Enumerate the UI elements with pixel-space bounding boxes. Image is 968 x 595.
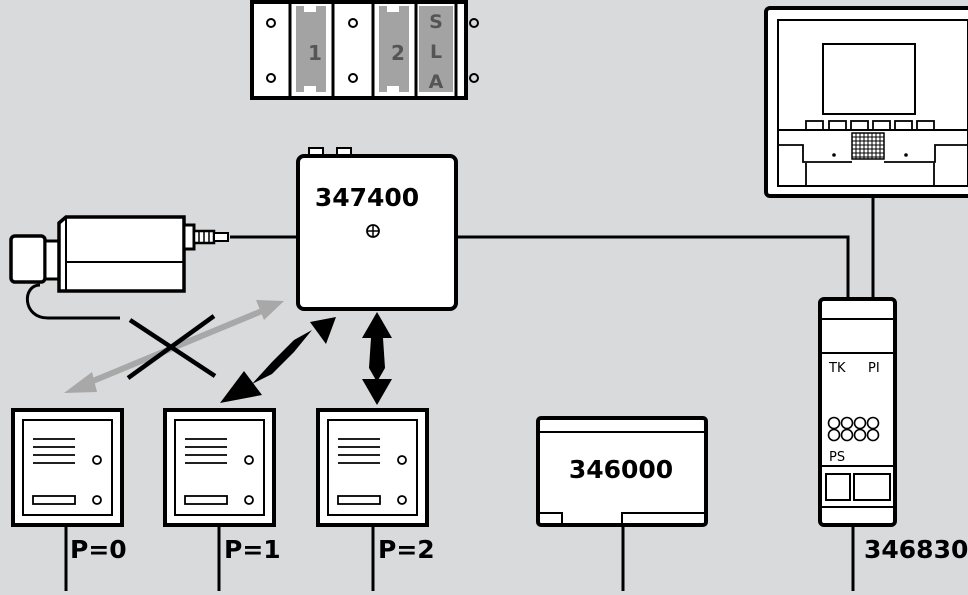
controller-code: 346830 xyxy=(864,535,968,564)
entrance-panel-0: P=0 xyxy=(11,408,127,564)
panel-address-label: P=0 xyxy=(70,535,127,564)
interface-code: 347400 xyxy=(315,183,419,212)
active-arrow-p1 xyxy=(220,317,336,403)
dip-label-1: 1 xyxy=(308,41,322,65)
controller-346830: TK PI PS 346830 xyxy=(818,297,968,564)
cross-icon xyxy=(126,314,217,380)
screw-icon xyxy=(366,224,380,238)
dip-switch-block: 1 2 S L A xyxy=(250,0,479,100)
panel-address-label: P=2 xyxy=(378,535,435,564)
wire-interface-to-controller xyxy=(456,235,850,299)
controller-label-ps: PS xyxy=(829,450,845,465)
sla-letter-s: S xyxy=(429,11,443,33)
interface-347400: 347400 xyxy=(296,147,458,311)
monitor-buttons xyxy=(805,120,935,131)
power-supply-code: 346000 xyxy=(569,455,673,484)
power-supply-346000: 346000 xyxy=(536,416,708,527)
dip-switch-1 xyxy=(296,6,326,92)
controller-label-tk: TK xyxy=(828,361,846,376)
entrance-panel-1: P=1 xyxy=(163,408,281,564)
controller-label-pi: PI xyxy=(868,361,880,376)
sla-letter-l: L xyxy=(430,41,442,63)
dip-switch-sla xyxy=(419,6,453,92)
speaker-grille xyxy=(852,133,884,159)
dip-switch-2 xyxy=(379,6,409,92)
sla-letter-a: A xyxy=(429,71,444,93)
camera-icon xyxy=(9,215,229,320)
entrance-panel-2: P=2 xyxy=(316,408,435,564)
panel-address-label: P=1 xyxy=(224,535,281,564)
connection-arrows xyxy=(64,300,392,405)
terminal-block xyxy=(827,416,880,442)
dip-label-2: 2 xyxy=(391,41,405,65)
monitor-icon xyxy=(764,6,968,198)
active-arrow-p2 xyxy=(362,312,392,405)
wires xyxy=(64,196,875,591)
